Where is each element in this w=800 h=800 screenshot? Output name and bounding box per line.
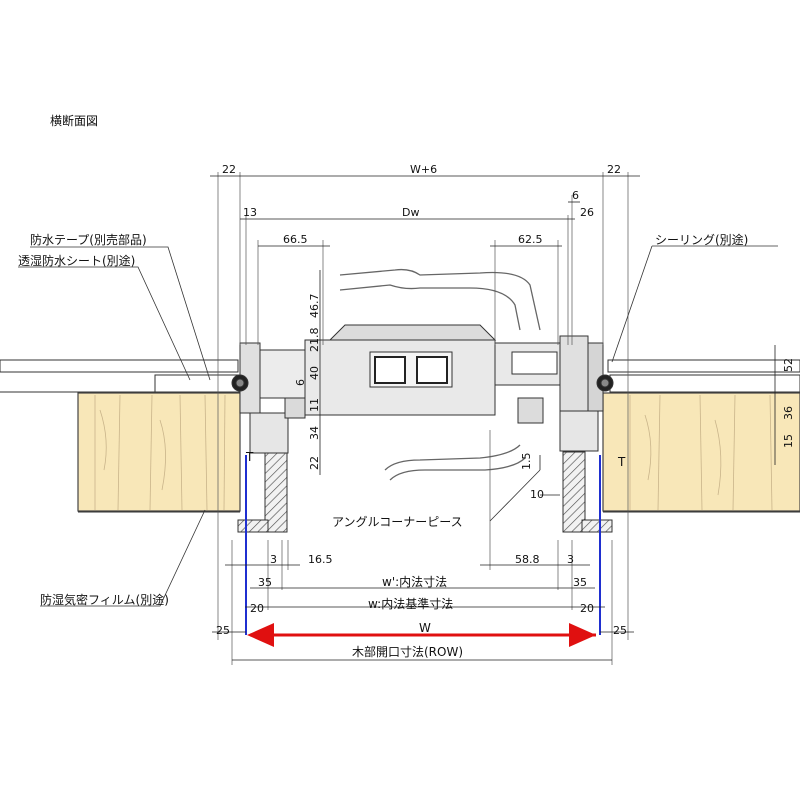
dim-r-15: 15 <box>782 434 795 448</box>
dim-v-21-8: 21.8 <box>308 328 321 353</box>
dim-r-52: 52 <box>782 358 795 372</box>
dim-top-62-5: 62.5 <box>518 233 543 246</box>
dim-bottom-right-20: 20 <box>580 602 594 615</box>
dim-bottom-right-3: 3 <box>567 553 574 566</box>
drawing-title: 横断面図 <box>50 113 98 128</box>
leader-lines <box>18 245 778 607</box>
callout-moisture-sheet: 透湿防水シート(別途) <box>18 253 135 268</box>
dim-top-right-26: 26 <box>580 206 594 219</box>
wood-stud-left <box>77 392 241 512</box>
handle-outline <box>339 268 541 481</box>
dim-top-right-6: 6 <box>572 189 579 202</box>
callout-vapor-film: 防湿気密フィルム(別途) <box>40 592 169 607</box>
callout-angle-corner-piece: アングルコーナーピース <box>332 515 463 529</box>
dim-v-1-5: 1.5 <box>520 453 533 471</box>
dimension-lines <box>210 175 776 661</box>
extension-lines <box>217 172 629 665</box>
dim-bottom-right-25: 25 <box>613 624 627 637</box>
inner-trim-right <box>581 519 613 533</box>
dim-bottom-16-5: 16.5 <box>308 553 333 566</box>
dim-v-6: 6 <box>294 379 307 386</box>
dim-v-11: 11 <box>308 398 321 412</box>
callout-sealing: シーリング(別途) <box>655 232 748 247</box>
dim-top-66-5: 66.5 <box>283 233 308 246</box>
dim-top-dw: Dw <box>402 206 419 219</box>
dim-row: 木部開口寸法(ROW) <box>352 644 463 659</box>
dim-bottom-left-35: 35 <box>258 576 272 589</box>
dim-top-left-22: 22 <box>222 163 236 176</box>
label-t-right: T <box>617 455 626 469</box>
dim-top-left-13: 13 <box>243 206 257 219</box>
dim-bottom-58-8: 58.8 <box>515 553 540 566</box>
window-frame-right <box>559 335 614 452</box>
dim-bottom-left-3: 3 <box>270 553 277 566</box>
wood-stud-right <box>602 392 800 512</box>
dim-w: W <box>419 621 431 635</box>
dim-w-basis: w:内法基準寸法 <box>368 596 453 611</box>
inner-wood-frame-right <box>562 451 586 533</box>
dim-bottom-left-20: 20 <box>250 602 264 615</box>
dim-r-36: 36 <box>782 406 795 420</box>
dim-w-prime: w':内法寸法 <box>382 575 447 589</box>
dim-v-10: 10 <box>530 488 544 501</box>
dim-v-34: 34 <box>308 426 321 440</box>
inner-trim-left <box>237 519 269 533</box>
sash-profile <box>304 324 561 424</box>
dim-v-40: 40 <box>308 366 321 380</box>
label-t-left: T <box>245 450 254 464</box>
dim-top-right-22: 22 <box>607 163 621 176</box>
dim-v-22: 22 <box>308 456 321 470</box>
window-frame-left <box>231 342 309 454</box>
dim-bottom-right-35: 35 <box>573 576 587 589</box>
dim-top-w-plus-6: W+6 <box>410 163 437 176</box>
callout-waterproof-tape: 防水テープ(別売部品) <box>30 232 147 247</box>
dim-bottom-left-25: 25 <box>216 624 230 637</box>
dim-v-46-7: 46.7 <box>308 294 321 319</box>
